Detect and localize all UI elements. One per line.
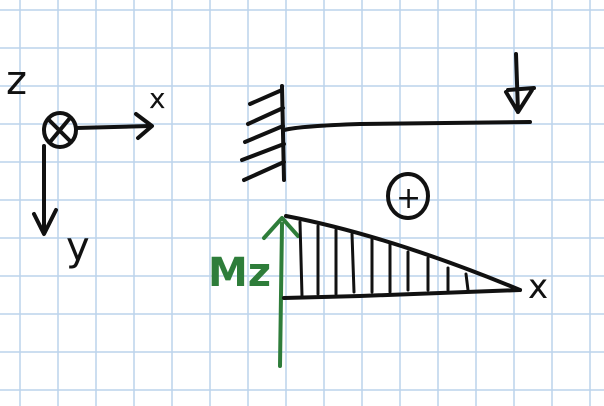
positive-sign-circle bbox=[386, 172, 430, 220]
fixed-support-wall bbox=[280, 84, 286, 182]
diagram-hatching bbox=[298, 220, 470, 298]
diagram-slope-line bbox=[284, 214, 522, 292]
x-axis-label: x bbox=[149, 82, 166, 115]
diagram-x-label: x bbox=[528, 267, 548, 307]
y-axis-label: y bbox=[66, 224, 90, 270]
point-load-arrow bbox=[504, 52, 536, 114]
positive-sign-label: + bbox=[396, 181, 421, 216]
z-axis-cross-mark bbox=[47, 116, 73, 144]
beam-line bbox=[282, 120, 532, 132]
x-axis-arrow bbox=[74, 112, 154, 140]
fixed-support-hatching bbox=[240, 88, 286, 182]
coordinate-system bbox=[32, 111, 154, 236]
z-axis-label: z bbox=[6, 58, 27, 104]
cantilever-beam bbox=[240, 52, 536, 182]
y-axis-arrow bbox=[32, 144, 58, 236]
diagram-baseline bbox=[282, 288, 522, 300]
mz-axis-label: Mz bbox=[208, 250, 271, 296]
mz-axis-arrow bbox=[262, 216, 300, 368]
bending-moment-diagram bbox=[262, 172, 522, 368]
